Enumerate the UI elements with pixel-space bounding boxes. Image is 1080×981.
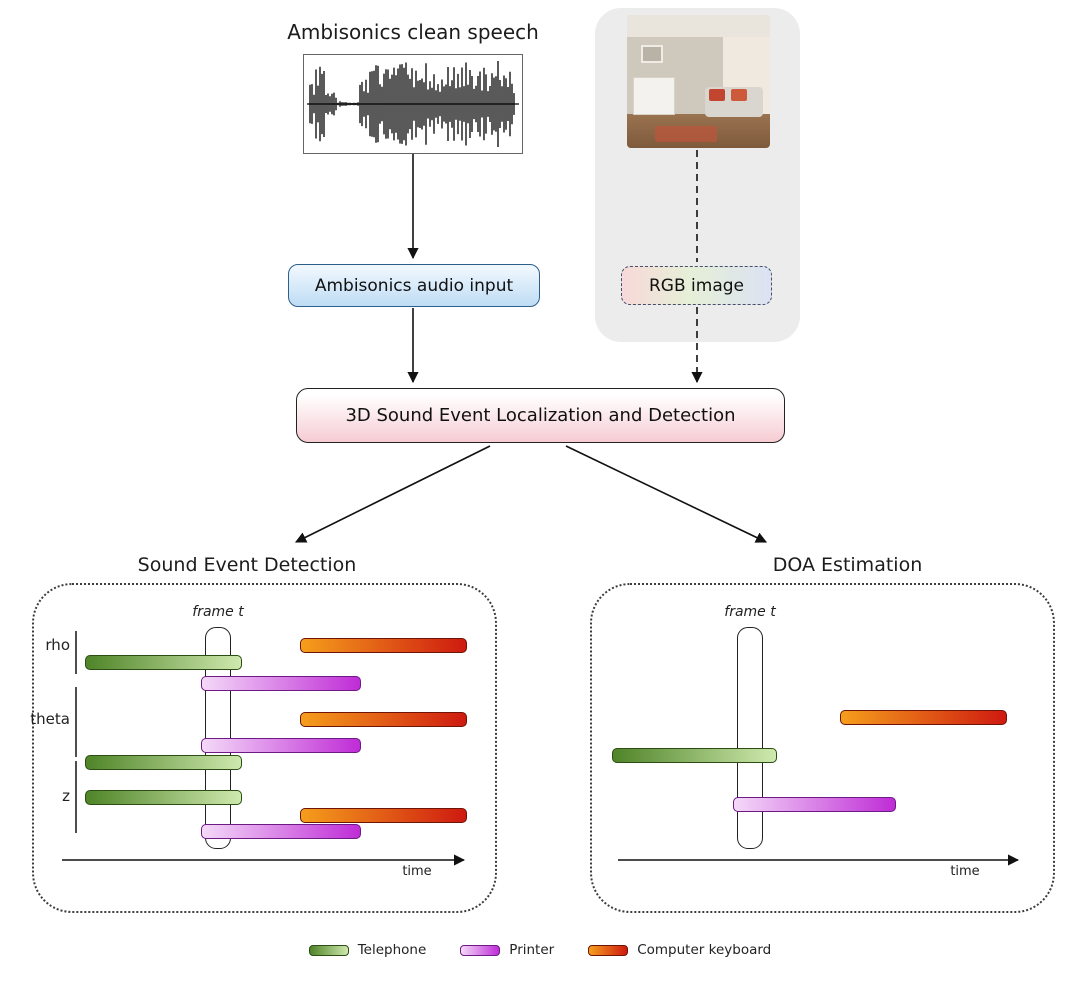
legend: Telephone Printer Computer keyboard: [0, 942, 1080, 958]
sed-title: Sound Event Detection: [137, 554, 357, 576]
sofa-cushion: [709, 89, 725, 101]
legend-item-printer: Printer: [460, 942, 554, 958]
legend-label: Telephone: [357, 942, 427, 958]
telephone-event-bar: [85, 755, 242, 770]
computer-keyboard-event-bar: [300, 808, 467, 823]
axis-label-rho: rho: [45, 636, 70, 654]
sed-time-label: time: [402, 864, 432, 879]
room-cabinet: [633, 77, 675, 115]
computer-keyboard-event-bar: [300, 638, 467, 653]
telephone-event-bar: [612, 748, 777, 763]
ambisonics-audio-input-box: Ambisonics audio input: [288, 264, 540, 307]
telephone-swatch: [308, 944, 349, 956]
room-photo: [627, 15, 770, 148]
axis-label-theta: theta: [30, 710, 70, 728]
seld-to-doa-arrow: [565, 445, 768, 543]
computer-keyboard-event-bar: [300, 712, 467, 727]
telephone-event-bar: [85, 790, 242, 805]
legend-label: Computer keyboard: [637, 942, 772, 958]
doa-title: DOA Estimation: [772, 554, 923, 576]
sed-frame-label: frame t: [192, 604, 244, 620]
computer-keyboard-swatch: [588, 944, 629, 956]
doa-panel: [590, 583, 1055, 913]
waveform-plot: [307, 61, 519, 147]
doa-frame-box: [737, 627, 763, 849]
sofa-cushion: [731, 89, 747, 101]
seld-to-sed-arrow: [294, 445, 491, 543]
waveform-title: Ambisonics clean speech: [287, 20, 539, 44]
speech-waveform: [303, 54, 523, 154]
computer-keyboard-event-bar: [840, 710, 1007, 725]
seld-box: 3D Sound Event Localization and Detectio…: [296, 388, 785, 443]
axis-label-z: z: [62, 787, 70, 805]
printer-swatch: [460, 944, 501, 956]
legend-item-computer-keyboard: Computer keyboard: [588, 942, 771, 958]
sed-panel: [32, 583, 497, 913]
legend-label: Printer: [509, 942, 555, 958]
wall-picture: [641, 45, 663, 63]
printer-event-bar: [201, 676, 361, 691]
printer-event-bar: [201, 738, 361, 753]
doa-time-label: time: [950, 864, 980, 879]
room-rug: [655, 126, 717, 142]
printer-event-bar: [733, 797, 896, 812]
doa-frame-label: frame t: [724, 604, 776, 620]
legend-item-telephone: Telephone: [308, 942, 427, 958]
room-ceiling: [627, 15, 770, 37]
printer-event-bar: [201, 824, 361, 839]
telephone-event-bar: [85, 655, 242, 670]
rgb-image-box: RGB image: [621, 266, 772, 305]
